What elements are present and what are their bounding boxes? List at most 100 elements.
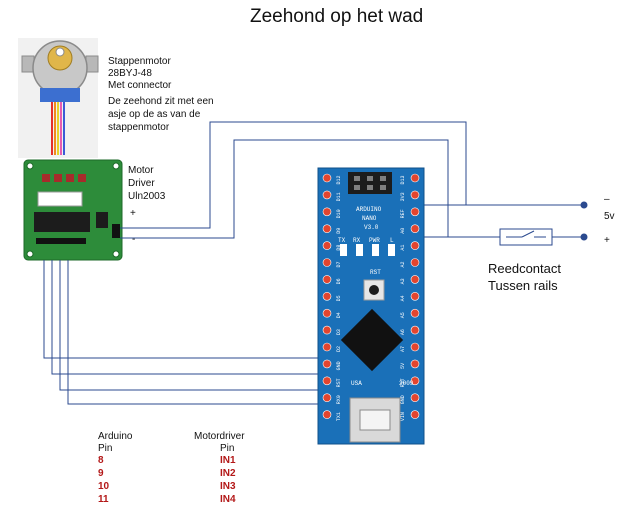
motor-label-4: De zeehond zit met een bbox=[108, 96, 214, 107]
led-label-l: L bbox=[390, 237, 394, 244]
left-pin-label: D11 bbox=[336, 192, 342, 201]
left-pin-d8 bbox=[322, 241, 332, 250]
right-pin-a0 bbox=[410, 224, 420, 233]
left-pin-rst bbox=[322, 376, 332, 386]
left-pin-label: RX0 bbox=[336, 395, 342, 404]
right-pin-gnd bbox=[410, 393, 420, 403]
right-pin-a4 bbox=[410, 291, 420, 301]
driver-pcb bbox=[23, 159, 123, 261]
left-pin-label: D7 bbox=[336, 261, 342, 267]
right-pin-a6 bbox=[410, 325, 420, 335]
motor-cable bbox=[51, 102, 65, 155]
right-pin-label: A1 bbox=[400, 245, 406, 251]
motor-label-2: 28BYJ-48 bbox=[108, 68, 152, 79]
motor-label-1: Stappenmotor bbox=[108, 56, 171, 67]
wire-in4 bbox=[67, 260, 332, 405]
arduino-version: V3.0 bbox=[364, 224, 379, 231]
driver-board bbox=[23, 159, 123, 261]
right-pin-a2 bbox=[410, 258, 420, 267]
status-leds bbox=[340, 244, 395, 256]
motor-wire-cover bbox=[40, 88, 80, 102]
pin-table-row-arduino: 9 bbox=[98, 468, 104, 479]
right-pin-label: A3 bbox=[400, 278, 406, 284]
left-pin-d3 bbox=[322, 325, 332, 335]
driver-power-pins bbox=[112, 224, 120, 238]
left-pin-d6 bbox=[322, 275, 332, 284]
terminal-minus bbox=[580, 201, 588, 209]
right-pin-5v bbox=[410, 359, 420, 369]
diagram-title: Zeehond op het wad bbox=[250, 6, 424, 27]
driver-header-pins bbox=[36, 238, 86, 244]
right-pin-ref bbox=[410, 207, 420, 217]
left-pin-label: D6 bbox=[336, 278, 342, 284]
stepper-motor bbox=[18, 38, 99, 158]
right-pin-rst bbox=[410, 376, 420, 386]
pin-table-row-driver: IN1 bbox=[220, 455, 236, 466]
motor-label-3: Met connector bbox=[108, 80, 172, 91]
pin-table-row-arduino: 8 bbox=[98, 455, 104, 466]
supply-plus-label: + bbox=[604, 235, 610, 246]
right-pin-a7 bbox=[410, 342, 420, 352]
wiring bbox=[43, 121, 584, 405]
right-pin-label: REF bbox=[400, 209, 406, 218]
motor-label-5: asje op de as van de bbox=[108, 109, 201, 120]
left-pin-d9 bbox=[322, 224, 332, 233]
right-pin-label: A2 bbox=[400, 261, 406, 267]
driver-label-3: Uln2003 bbox=[128, 191, 166, 202]
right-pin-label: VIN bbox=[400, 412, 406, 421]
left-pin-d2 bbox=[322, 342, 332, 352]
wire-minus bbox=[120, 139, 449, 239]
pin-table-subheader-driver: Pin bbox=[220, 443, 235, 454]
left-pin-d7 bbox=[322, 258, 332, 267]
atmega-chip bbox=[340, 308, 404, 372]
left-pin-label: D12 bbox=[336, 175, 342, 184]
right-pin-label: D13 bbox=[400, 175, 406, 184]
right-pin-label: 5V bbox=[400, 363, 406, 369]
led-label-pwr: PWR bbox=[369, 237, 380, 244]
driver-plus-label: + bbox=[130, 208, 136, 219]
driver-chip bbox=[34, 212, 90, 232]
supply-voltage-label: 5v bbox=[604, 211, 615, 222]
wire-in3 bbox=[59, 260, 332, 391]
left-pin-d12 bbox=[322, 173, 332, 183]
arduino-reset-label: RST bbox=[370, 269, 381, 276]
driver-label-1: Motor bbox=[128, 165, 154, 176]
right-pin-d13 bbox=[410, 173, 420, 183]
icsp-pins bbox=[354, 176, 386, 190]
left-pin-gnd bbox=[322, 359, 332, 369]
left-pin-label: TX1 bbox=[336, 412, 342, 421]
right-pin-label: A0 bbox=[400, 228, 406, 234]
driver-label-2: Driver bbox=[128, 178, 155, 189]
left-pin-label: D5 bbox=[336, 295, 342, 301]
left-pin-label: RST bbox=[336, 378, 342, 387]
right-pin-a3 bbox=[410, 275, 420, 284]
pin-table-row-driver: IN4 bbox=[220, 494, 236, 505]
pin-table-header-driver: Motordriver bbox=[194, 431, 245, 442]
right-pin-label: RST bbox=[400, 378, 406, 387]
left-pin-label: D4 bbox=[336, 312, 342, 318]
right-pin-vin bbox=[410, 410, 420, 419]
motor-label-6: stappenmotor bbox=[108, 122, 170, 133]
arduino-silkscreen: ARDUINO NANO V3.0 RST 2009 USA TX RX PWR… bbox=[338, 206, 414, 387]
pin-table-row-driver: IN2 bbox=[220, 468, 236, 479]
left-pin-label: D8 bbox=[336, 245, 342, 251]
reed-label-2: Tussen rails bbox=[488, 278, 558, 293]
pin-table-subheader-arduino: Pin bbox=[98, 443, 113, 454]
right-pin-a5 bbox=[410, 308, 420, 318]
wire-in1 bbox=[43, 260, 332, 359]
left-pin-d5 bbox=[322, 291, 332, 301]
left-pin-label: D2 bbox=[336, 346, 342, 352]
left-pin-label: GND bbox=[336, 361, 342, 370]
driver-connector bbox=[37, 191, 83, 207]
supply-minus-label: – bbox=[604, 194, 610, 205]
reed-label-1: Reedcontact bbox=[488, 261, 561, 276]
arduino-usb-label: USA bbox=[351, 380, 362, 387]
terminal-plus bbox=[580, 233, 588, 241]
right-pin-label: A4 bbox=[400, 295, 406, 301]
icsp-header bbox=[348, 172, 392, 194]
right-pin-label: 3V3 bbox=[400, 192, 406, 201]
